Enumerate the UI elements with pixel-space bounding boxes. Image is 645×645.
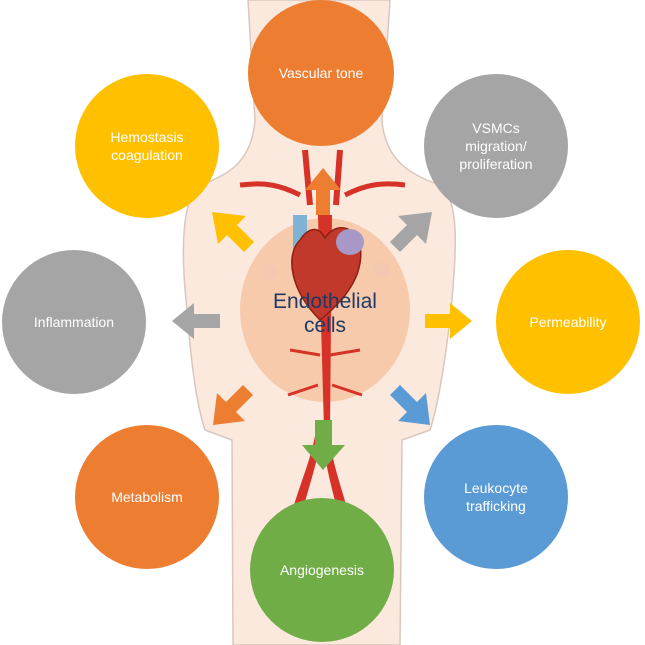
arrow-down-right xyxy=(390,385,430,425)
node-vsmcs: VSMCs migration/ proliferation xyxy=(424,74,568,218)
branch-arteries xyxy=(287,348,363,397)
arrow-down xyxy=(302,420,345,470)
node-metabolism: Metabolism xyxy=(75,425,219,569)
node-permeability: Permeability xyxy=(496,250,640,394)
left-chest-mark xyxy=(262,264,278,280)
arrow-up-left xyxy=(212,212,254,252)
arrow-down-left xyxy=(213,385,253,425)
arrow-right xyxy=(425,303,472,339)
right-chest-mark xyxy=(374,262,390,278)
node-inflammation: Inflammation xyxy=(2,250,146,394)
node-leukocyte-trafficking: Leukocyte trafficking xyxy=(424,425,568,569)
arrow-up xyxy=(305,168,341,215)
carotid-arteries xyxy=(302,149,343,206)
arrow-left xyxy=(172,303,220,339)
subclavian-arteries xyxy=(239,181,406,198)
node-angiogenesis: Angiogenesis xyxy=(250,498,394,642)
arrow-up-right xyxy=(390,212,432,252)
center-label: Endothelial cells xyxy=(273,290,377,337)
node-vascular-tone: Vascular tone xyxy=(248,0,394,146)
node-hemostasis: Hemostasis coagulation xyxy=(75,74,219,218)
right-atrium xyxy=(336,229,364,255)
